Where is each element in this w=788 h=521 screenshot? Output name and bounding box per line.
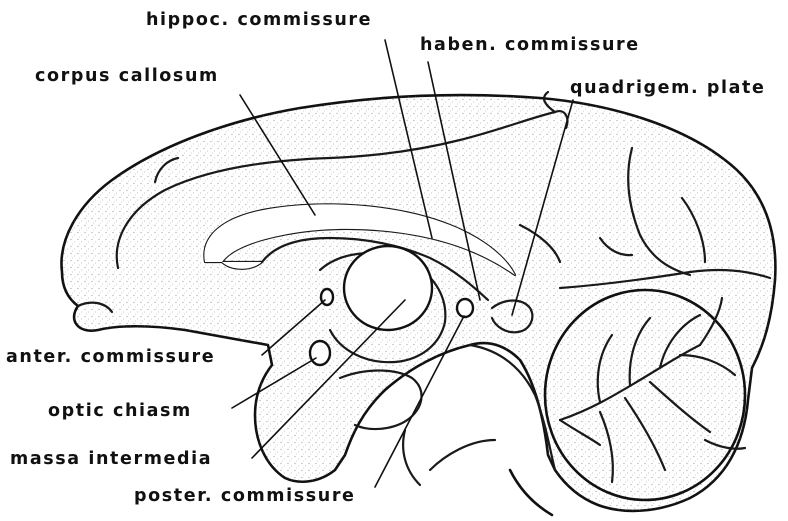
label-massa-intermedia: massa intermedia: [10, 449, 212, 469]
label-poster-commissure: poster. commissure: [134, 486, 356, 506]
label-haben-commissure: haben. commissure: [420, 35, 640, 55]
label-quadrigem-plate: quadrigem. plate: [570, 78, 766, 98]
spinal-cord: [510, 470, 552, 515]
posterior-commissure-shape: [457, 299, 473, 317]
label-optic-chiasm: optic chiasm: [48, 401, 192, 421]
brainstem-front: [430, 440, 495, 470]
label-anter-commissure: anter. commissure: [6, 347, 215, 367]
pons: [403, 430, 420, 485]
label-hippoc-commissure: hippoc. commissure: [146, 10, 372, 30]
label-corpus-callosum: corpus callosum: [35, 66, 219, 86]
optic-chiasm-shape: [310, 341, 330, 365]
